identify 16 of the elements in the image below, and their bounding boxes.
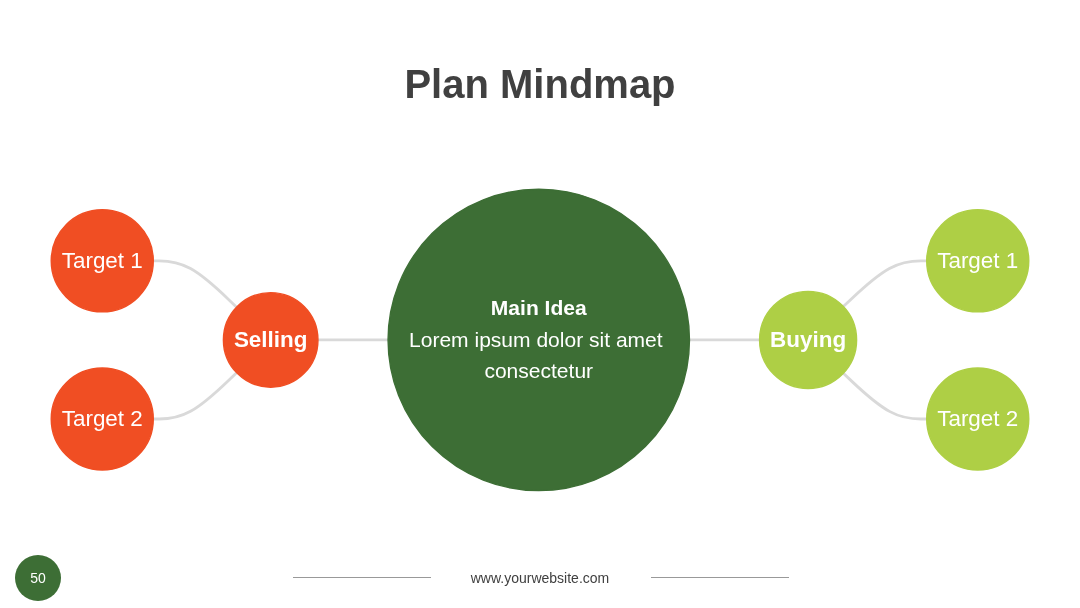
website-text: www.yourwebsite.com <box>470 570 610 586</box>
node-circle: Main Idea Lorem ipsum dolor sit amet consectetur <box>387 188 691 492</box>
page-number-badge: 50 <box>15 555 61 601</box>
node-circle: Target 1 <box>926 209 1030 313</box>
connector <box>842 259 927 308</box>
connector <box>689 338 760 342</box>
node-circle: Target 2 <box>50 367 154 471</box>
node-circle: Selling <box>222 292 319 388</box>
node-circle: Target 2 <box>926 367 1030 471</box>
title: Plan Mindmap <box>403 62 677 107</box>
connector <box>153 259 238 309</box>
node-circle: Buying <box>758 290 858 390</box>
connector <box>153 371 238 421</box>
connector <box>842 372 927 421</box>
node-circle: Target 1 <box>50 209 154 313</box>
connector <box>317 338 389 342</box>
